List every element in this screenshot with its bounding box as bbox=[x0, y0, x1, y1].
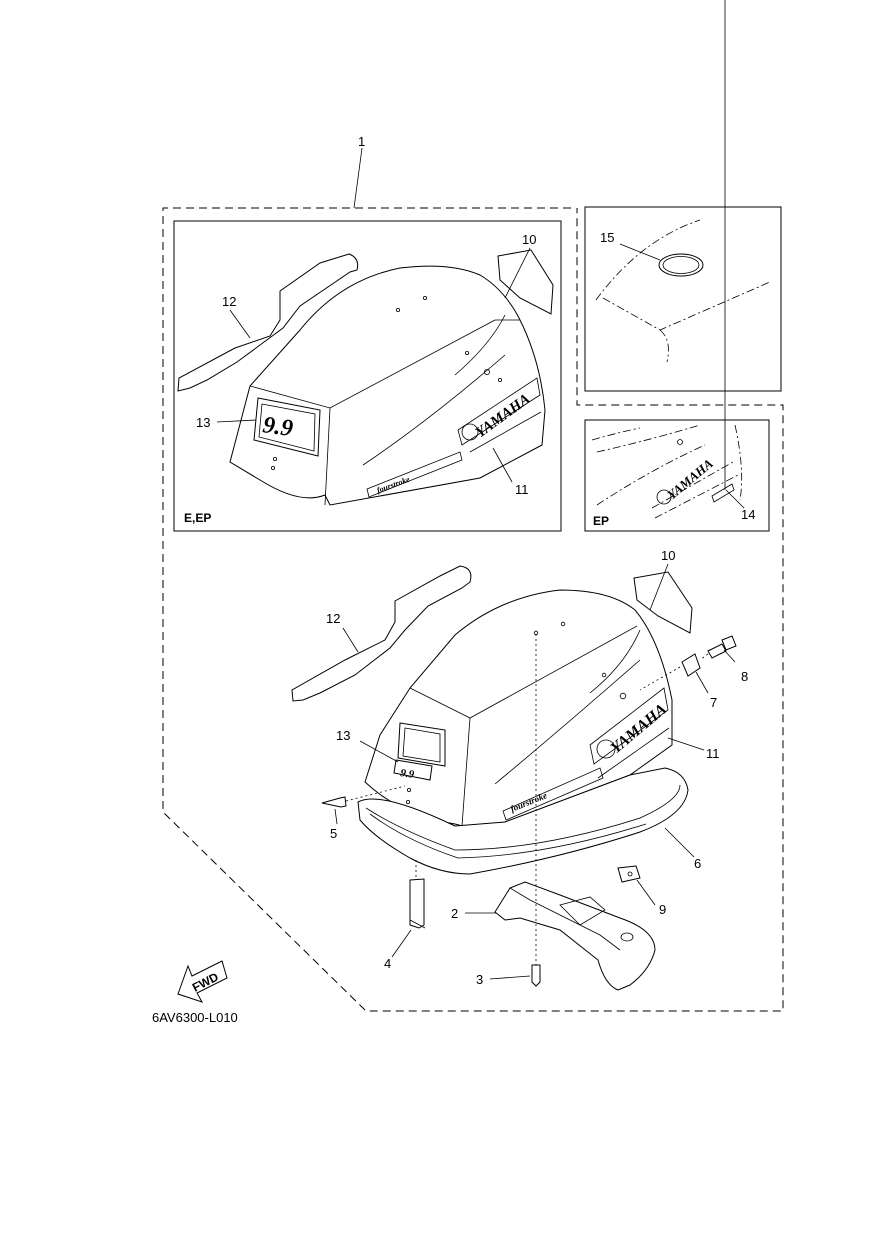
panel-e-ep: E,EP YAMAHA fourstroke bbox=[173, 220, 562, 532]
callout-14: 14 bbox=[741, 507, 755, 522]
model-badge-13-main: 9.9 bbox=[393, 759, 433, 781]
side-decal-12-main bbox=[291, 565, 472, 702]
callout-1: 1 bbox=[358, 134, 365, 149]
grip-handle-2 bbox=[494, 881, 656, 991]
bolt-8 bbox=[699, 635, 737, 661]
exploded-assembly: YAMAHA fourstroke 9.9 bbox=[177, 548, 748, 1003]
assembly-boundary: 1 bbox=[162, 134, 784, 1012]
callout-3: 3 bbox=[476, 972, 483, 987]
fwd-arrow-icon: FWD bbox=[177, 960, 228, 1003]
damper-7 bbox=[639, 653, 701, 691]
callout-15: 15 bbox=[600, 230, 614, 245]
rear-decal-10-main bbox=[633, 571, 693, 634]
callout-8: 8 bbox=[741, 669, 748, 684]
top-cowling-main: YAMAHA fourstroke bbox=[364, 589, 673, 829]
callout-11: 11 bbox=[706, 746, 720, 761]
panel-tag-e-ep: E,EP bbox=[184, 511, 211, 525]
callout-13: 13 bbox=[336, 728, 350, 743]
callout-12-upper: 12 bbox=[222, 294, 236, 309]
pin-5 bbox=[321, 785, 406, 808]
callout-9: 9 bbox=[659, 902, 666, 917]
callout-13-upper: 13 bbox=[196, 415, 210, 430]
panel-ep: EP YAMAHA 14 bbox=[584, 0, 770, 532]
clip-9 bbox=[617, 865, 641, 883]
side-decal-12 bbox=[177, 253, 359, 392]
seal-6 bbox=[357, 767, 689, 875]
callout-11-upper: 11 bbox=[515, 482, 529, 497]
brand-decal-text-ep: YAMAHA bbox=[664, 455, 716, 502]
rear-decal-10 bbox=[497, 249, 554, 315]
callout-10: 10 bbox=[661, 548, 675, 563]
panel-grommet: 15 bbox=[584, 206, 782, 392]
model-badge-13: 9.9 bbox=[253, 397, 321, 457]
callout-12: 12 bbox=[326, 611, 340, 626]
bracket-4 bbox=[409, 860, 426, 929]
callout-7: 7 bbox=[710, 695, 717, 710]
callout-4: 4 bbox=[384, 956, 391, 971]
callout-10-upper: 10 bbox=[522, 232, 536, 247]
model-decal-text-main: 9.9 bbox=[400, 767, 416, 781]
callout-5: 5 bbox=[330, 826, 337, 841]
drawing-code: 6AV6300-L010 bbox=[152, 1010, 238, 1025]
screw-3 bbox=[531, 634, 541, 987]
callout-2: 2 bbox=[451, 906, 458, 921]
model-decal-text: 9.9 bbox=[261, 412, 294, 442]
panel-tag-ep: EP bbox=[593, 514, 609, 528]
top-cowling-upper: YAMAHA fourstroke bbox=[229, 265, 546, 506]
callout-6: 6 bbox=[694, 856, 701, 871]
